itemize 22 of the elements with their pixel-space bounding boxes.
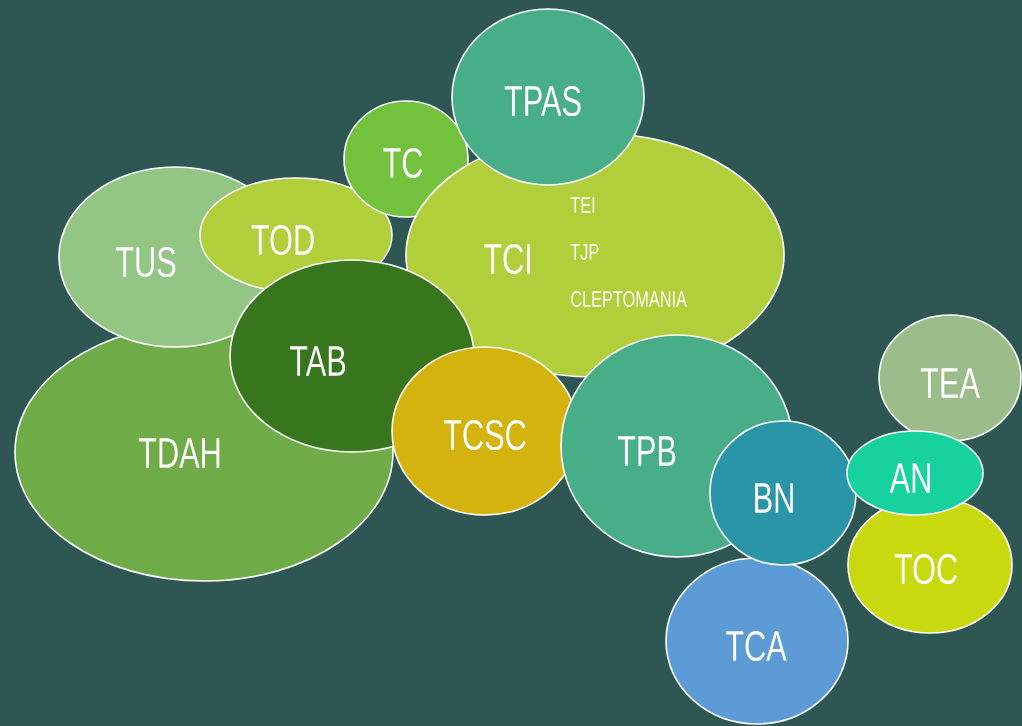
bubble xyxy=(709,420,857,566)
bubble-label: TEA xyxy=(920,368,980,398)
bubble-label: TOC xyxy=(894,553,957,585)
bubble-label: TPB xyxy=(617,436,676,466)
bubble-label: TCA xyxy=(726,630,787,662)
bubble-label: TC xyxy=(383,147,423,179)
bubble xyxy=(451,8,645,186)
bubble-sublabel: CLEPTOMANIA xyxy=(571,291,687,308)
bubble-label: BN xyxy=(755,483,793,513)
bubble-label: TCSC xyxy=(443,419,526,451)
bubble-label: AN xyxy=(889,463,930,493)
bubble xyxy=(878,314,1022,442)
bubble-label: TUS xyxy=(115,246,176,278)
bubble-label: TAB xyxy=(289,346,346,376)
bubble-label: TCI xyxy=(483,243,530,275)
bubble-label: TPAS xyxy=(504,85,581,117)
bubble xyxy=(846,430,984,516)
bubble xyxy=(665,557,849,725)
bubble-label: TOD xyxy=(251,224,314,256)
bubble-sublabel: TJP xyxy=(570,244,599,260)
bubble-sublabel: TEI xyxy=(570,197,595,213)
bubble-label: TDAH xyxy=(138,438,220,468)
